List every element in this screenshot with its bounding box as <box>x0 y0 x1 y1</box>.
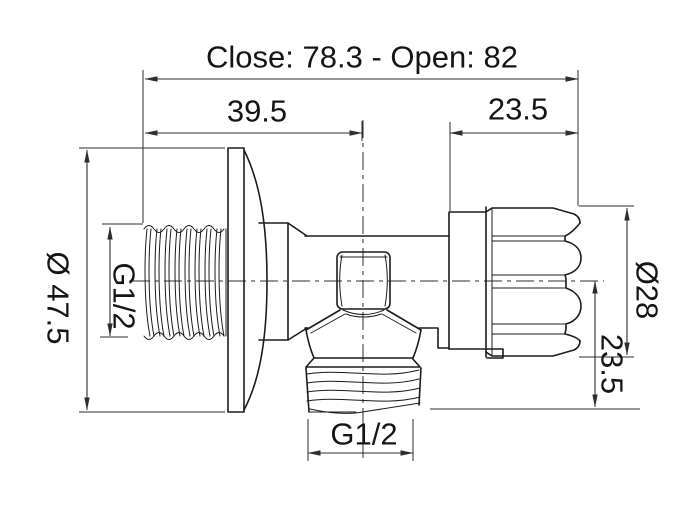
dim-overall-length: Close: 78.3 - Open: 82 <box>142 40 579 223</box>
handle-bottom-edge <box>485 340 581 357</box>
outlet-thread-edges <box>305 367 422 413</box>
branch-shoulders <box>305 309 422 359</box>
outlet-thread <box>305 367 422 414</box>
dim-handle-length: 23.5 <box>449 92 579 211</box>
inlet-thread-crest-top <box>143 225 225 233</box>
hex-boss-face-lines <box>339 254 388 307</box>
collar-skirt <box>448 348 504 359</box>
dim-inlet-length: 39.5 <box>144 94 363 141</box>
dim-inlet-thread: G1/2 <box>100 223 143 338</box>
dim-inlet-thread-extension-lines <box>100 223 143 338</box>
label-flange-diameter: Ø 47.5 <box>41 251 76 344</box>
flange-dome <box>243 149 268 411</box>
inlet-thread <box>143 225 227 340</box>
label-inlet-length: 39.5 <box>227 94 287 129</box>
handle-rib-lines <box>491 235 567 335</box>
outlet-thread-runout <box>308 402 421 414</box>
dim-handle-diameter-extension-lines <box>579 205 634 358</box>
dim-handle-diameter: Ø28 <box>579 205 665 358</box>
handle-top-edge <box>485 207 581 224</box>
label-overall-length: Close: 78.3 - Open: 82 <box>206 40 518 75</box>
hex-boss-skirt <box>342 309 385 318</box>
dim-outlet-offset: 23.5 <box>430 280 640 410</box>
branch-hex-boss <box>336 251 391 318</box>
wall-flange <box>227 147 308 413</box>
label-handle-diameter: Ø28 <box>630 261 665 320</box>
flange-neck <box>258 222 289 341</box>
flange-plate <box>227 147 245 413</box>
valve-body <box>304 235 450 349</box>
outlet-thread-ridges <box>306 369 421 402</box>
inlet-thread-flank-echo <box>148 228 225 337</box>
dim-outlet-thread: G1/2 <box>307 417 414 461</box>
label-outlet-thread: G1/2 <box>330 417 397 452</box>
dim-overall-extension-lines <box>142 70 579 223</box>
hex-boss-outline <box>336 251 391 310</box>
label-outlet-offset: 23.5 <box>595 334 630 394</box>
body-bottom-edge <box>304 327 450 349</box>
collar-outline <box>448 211 487 350</box>
label-inlet-thread: G1/2 <box>107 262 142 329</box>
dim-flange-diameter: Ø 47.5 <box>41 147 225 413</box>
handle-knob <box>485 206 582 358</box>
flange-reducer-cone <box>287 222 308 341</box>
bonnet-collar <box>448 211 504 359</box>
shoulder-outer-lines <box>305 309 422 331</box>
dim-flange-extension-lines <box>79 147 225 413</box>
outlet-flare <box>305 357 421 368</box>
branch-walls <box>305 329 422 359</box>
shoulder-inner-lines <box>310 313 417 334</box>
outlet-flare-ring <box>305 357 421 368</box>
handle-knurl-profile <box>564 222 582 342</box>
label-handle-length: 23.5 <box>488 92 548 127</box>
centerlines <box>132 120 604 460</box>
inlet-thread-flanks <box>144 228 221 337</box>
